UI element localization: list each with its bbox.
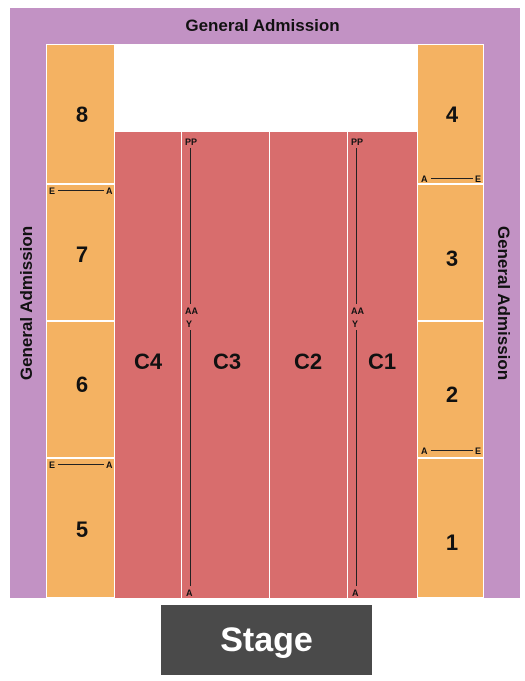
section-c3[interactable]: C3: [182, 132, 270, 598]
section-8[interactable]: 8: [46, 44, 115, 184]
section-5-row-end-label: A: [106, 460, 113, 470]
section-4-row-end-label: E: [475, 174, 482, 184]
section-5-row-line: [58, 464, 104, 465]
section-5-label: 5: [75, 517, 89, 542]
section-4[interactable]: 4: [417, 44, 484, 184]
stage-label: Stage: [220, 621, 313, 659]
section-4-row-line: [431, 178, 473, 179]
section-2-row-start-label: A: [421, 446, 428, 456]
section-c1[interactable]: C1: [348, 132, 417, 598]
section-2[interactable]: 2: [417, 321, 484, 458]
stage: Stage: [161, 605, 372, 675]
section-7-row-start-label: E: [49, 186, 56, 196]
general-admission-right-label: General Admission: [494, 225, 513, 381]
section-c3-label: C3: [212, 349, 242, 374]
c3-row-mid-upper-label: AA: [185, 306, 198, 316]
c1-row-line-lower: [356, 330, 357, 586]
section-1[interactable]: 1: [417, 458, 484, 598]
section-2-row-end-label: E: [475, 446, 482, 456]
section-4-label: 4: [445, 102, 459, 127]
c3-row-top-label: PP: [185, 137, 198, 147]
section-2-row-line: [431, 450, 473, 451]
section-7-label: 7: [75, 242, 89, 267]
section-5[interactable]: 5: [46, 458, 115, 598]
section-c4[interactable]: C4: [115, 132, 182, 598]
c1-row-mid-upper-label: AA: [351, 306, 364, 316]
c1-row-top-label: PP: [351, 137, 364, 147]
c3-row-line-lower: [190, 330, 191, 586]
section-5-row-start-label: E: [49, 460, 56, 470]
section-3-label: 3: [445, 246, 459, 271]
c1-row-mid-lower-label: Y: [352, 319, 359, 329]
section-2-label: 2: [445, 382, 459, 407]
section-c2-label: C2: [293, 349, 323, 374]
section-1-label: 1: [445, 530, 459, 555]
c1-row-bottom-label: A: [352, 588, 359, 598]
section-6[interactable]: 6: [46, 321, 115, 458]
c3-row-bottom-label: A: [186, 588, 193, 598]
section-7-row-end-label: A: [106, 186, 113, 196]
c3-row-line-upper: [190, 148, 191, 304]
section-7[interactable]: 7: [46, 184, 115, 321]
general-admission-left-label: General Admission: [17, 225, 36, 381]
section-c4-label: C4: [133, 349, 163, 374]
section-6-label: 6: [75, 372, 89, 397]
section-c2[interactable]: C2: [270, 132, 348, 598]
section-c1-label: C1: [367, 349, 397, 374]
section-4-row-start-label: A: [421, 174, 428, 184]
general-admission-top-label: General Admission: [185, 16, 340, 35]
section-3[interactable]: 3: [417, 184, 484, 321]
c3-row-mid-lower-label: Y: [186, 319, 193, 329]
c1-row-line-upper: [356, 148, 357, 304]
section-7-row-line: [58, 190, 104, 191]
section-8-label: 8: [75, 102, 89, 127]
